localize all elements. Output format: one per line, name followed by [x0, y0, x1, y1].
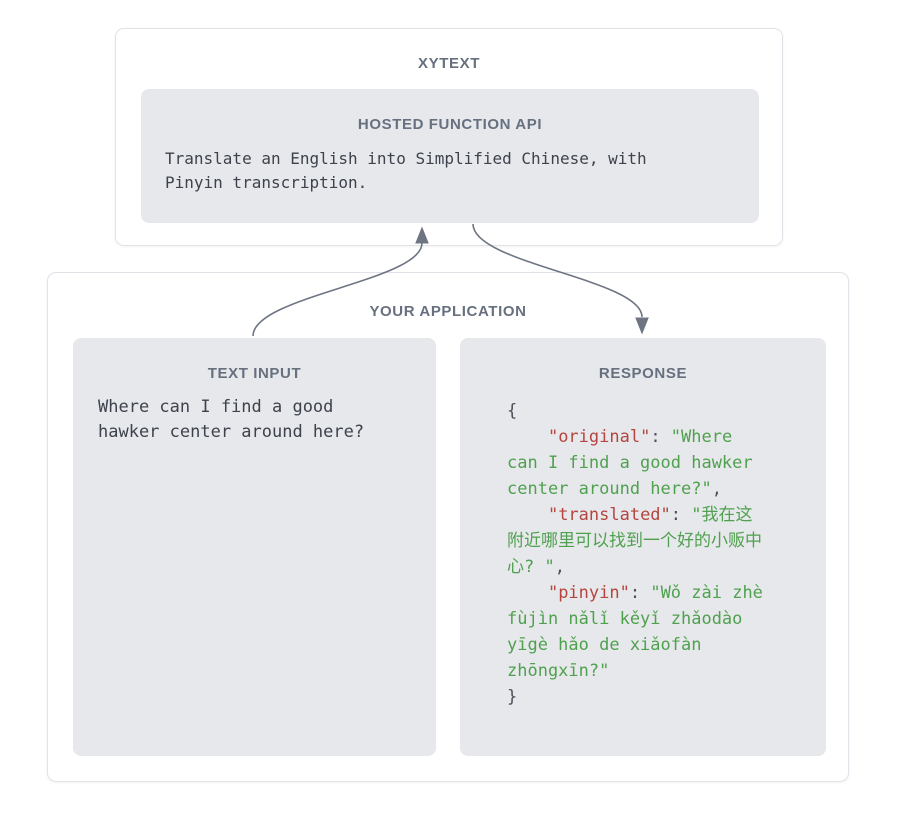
response-box: RESPONSE { "original": "Where can I find…	[460, 338, 826, 756]
application-title: YOUR APPLICATION	[369, 303, 527, 320]
hosted-function-api-title: HOSTED FUNCTION API	[357, 116, 543, 133]
text-input-title: TEXT INPUT	[207, 365, 302, 382]
xytext-card: XYTEXT HOSTED FUNCTION API Translate an …	[115, 28, 783, 246]
response-title: RESPONSE	[598, 365, 688, 382]
hosted-function-api-box: HOSTED FUNCTION API Translate an English…	[141, 89, 759, 223]
application-card: YOUR APPLICATION TEXT INPUT Where can I …	[47, 272, 849, 782]
response-json-code: { "original": "Where can I find a good h…	[507, 401, 774, 707]
text-input-box: TEXT INPUT Where can I find a good hawke…	[73, 338, 436, 756]
hosted-function-api-description: Translate an English into Simplified Chi…	[165, 149, 657, 192]
text-input-value: Where can I find a good hawker center ar…	[98, 397, 365, 442]
xytext-title: XYTEXT	[418, 55, 480, 72]
